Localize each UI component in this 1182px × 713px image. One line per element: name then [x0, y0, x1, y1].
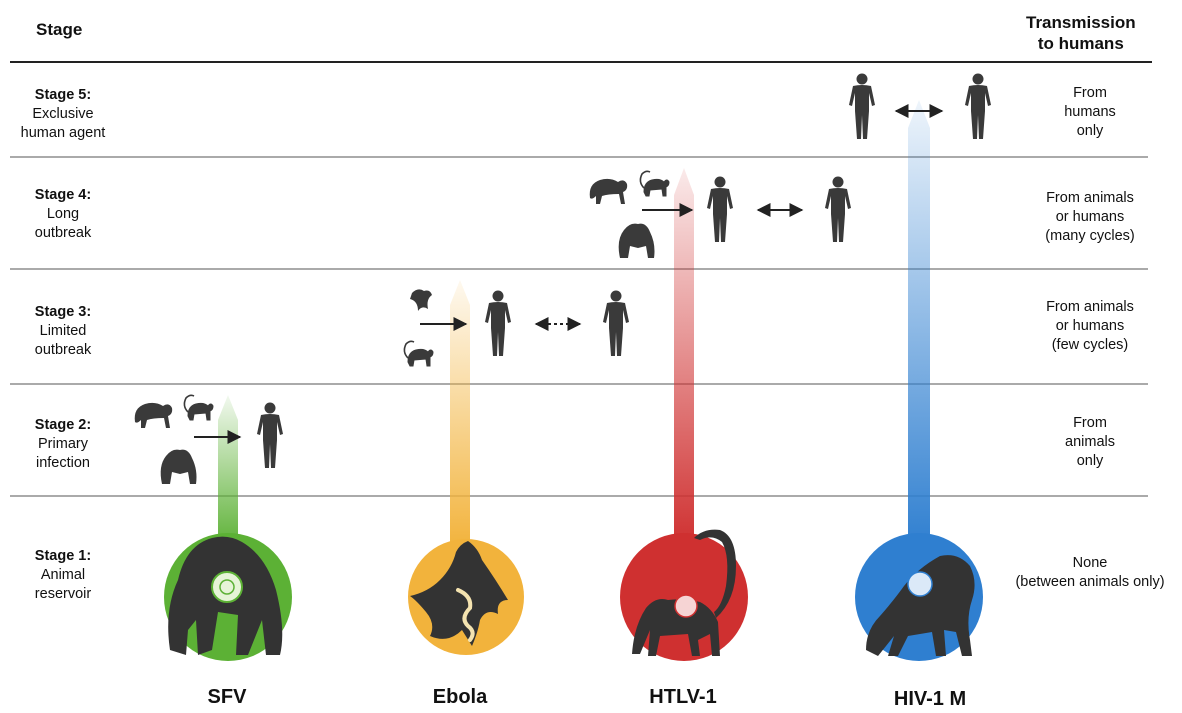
stage-5-transmission: From humans only — [1000, 84, 1180, 141]
stage-4-title: Stage 4: — [34, 187, 92, 203]
transmission-title-line1: Transmission — [1026, 13, 1136, 32]
chimpanzee-icon — [134, 402, 173, 428]
stage-1-label: Stage 1: Animal reservoir — [8, 547, 118, 604]
stage-4-desc-1: Long — [46, 206, 80, 222]
htlv1-progression-arrow — [674, 168, 694, 548]
stage-2-transmission-2: animals — [1065, 434, 1115, 450]
hiv1m-progression-arrow — [908, 100, 930, 548]
ebola-progression-arrow — [450, 280, 470, 548]
stage-2-transmission-1: From — [1073, 415, 1107, 431]
stage-5-desc-1: Exclusive — [32, 106, 94, 122]
stage-3-transmission-3: (few cycles) — [1051, 337, 1129, 353]
stage-5-title: Stage 5: — [34, 87, 92, 103]
stage-5-transmission-2: humans — [1064, 104, 1116, 120]
stage-1-transmission-1: None — [1072, 555, 1108, 571]
virus-name-sfv: SFV — [207, 686, 247, 708]
stage-4-label: Stage 4: Long outbreak — [8, 186, 118, 243]
chimpanzee-icon — [866, 555, 975, 656]
human-icon — [707, 176, 733, 242]
human-icon — [849, 73, 875, 139]
human-icon — [485, 290, 511, 356]
virus-name-ebola: Ebola — [432, 686, 488, 708]
transmission-column-title: Transmission to humans — [1026, 12, 1136, 54]
monkey-icon — [403, 340, 434, 367]
stage-3-desc-1: Limited — [39, 323, 87, 339]
sfv-progression-arrow — [218, 395, 238, 548]
stage-5-transmission-1: From — [1073, 85, 1107, 101]
stage-3-transmission: From animals or humans (few cycles) — [1000, 298, 1180, 355]
stage-4-transmission-1: From animals — [1046, 190, 1134, 206]
bat-icon — [410, 289, 432, 311]
stage-4-transmission: From animals or humans (many cycles) — [1000, 189, 1180, 246]
chimpanzee-icon — [589, 178, 628, 204]
stage-column-title: Stage — [36, 20, 83, 39]
stage-1-transmission: None (between animals only) — [1000, 554, 1180, 592]
stage-2-transmission: From animals only — [1000, 414, 1180, 471]
stage-3-desc-2: outbreak — [34, 342, 92, 358]
bat-icon — [410, 541, 508, 646]
transmission-title-line2: to humans — [1037, 34, 1124, 53]
stage-3-title: Stage 3: — [34, 304, 92, 320]
human-icon — [825, 176, 851, 242]
stage-4-desc-2: outbreak — [34, 225, 92, 241]
gorilla-icon — [168, 536, 283, 655]
stage-5-label: Stage 5: Exclusive human agent — [8, 86, 118, 143]
human-icon — [257, 402, 283, 468]
stage-2-title: Stage 2: — [34, 417, 92, 433]
virus-name-htlv1: HTLV-1 — [649, 686, 717, 708]
gorilla-icon — [160, 449, 197, 484]
monkey-icon — [639, 170, 670, 197]
stage-3-transmission-1: From animals — [1046, 299, 1134, 315]
human-icon — [603, 290, 629, 356]
human-icon — [965, 73, 991, 139]
stage-2-desc-1: Primary — [38, 436, 88, 452]
stage-5-desc-2: human agent — [20, 125, 106, 141]
stage-5-transmission-3: only — [1076, 123, 1104, 139]
stage-3-transmission-2: or humans — [1055, 318, 1125, 334]
stage-1-title: Stage 1: — [34, 548, 92, 564]
stage-2-desc-2: infection — [35, 455, 90, 471]
stage-1-desc-1: Animal — [40, 567, 86, 583]
stage-1-transmission-2: (between animals only) — [1015, 574, 1165, 590]
monkey-icon — [183, 394, 214, 421]
stage-2-label: Stage 2: Primary infection — [8, 416, 118, 473]
stage-1-desc-2: reservoir — [34, 586, 92, 602]
stage-4-transmission-3: (many cycles) — [1045, 228, 1135, 244]
stage-3-label: Stage 3: Limited outbreak — [8, 303, 118, 360]
gorilla-icon — [618, 223, 655, 258]
stage-2-transmission-3: only — [1076, 453, 1104, 469]
virus-name-hiv1m: HIV-1 M — [893, 688, 967, 710]
stage-4-transmission-2: or humans — [1055, 209, 1125, 225]
monkey-icon — [632, 529, 736, 656]
